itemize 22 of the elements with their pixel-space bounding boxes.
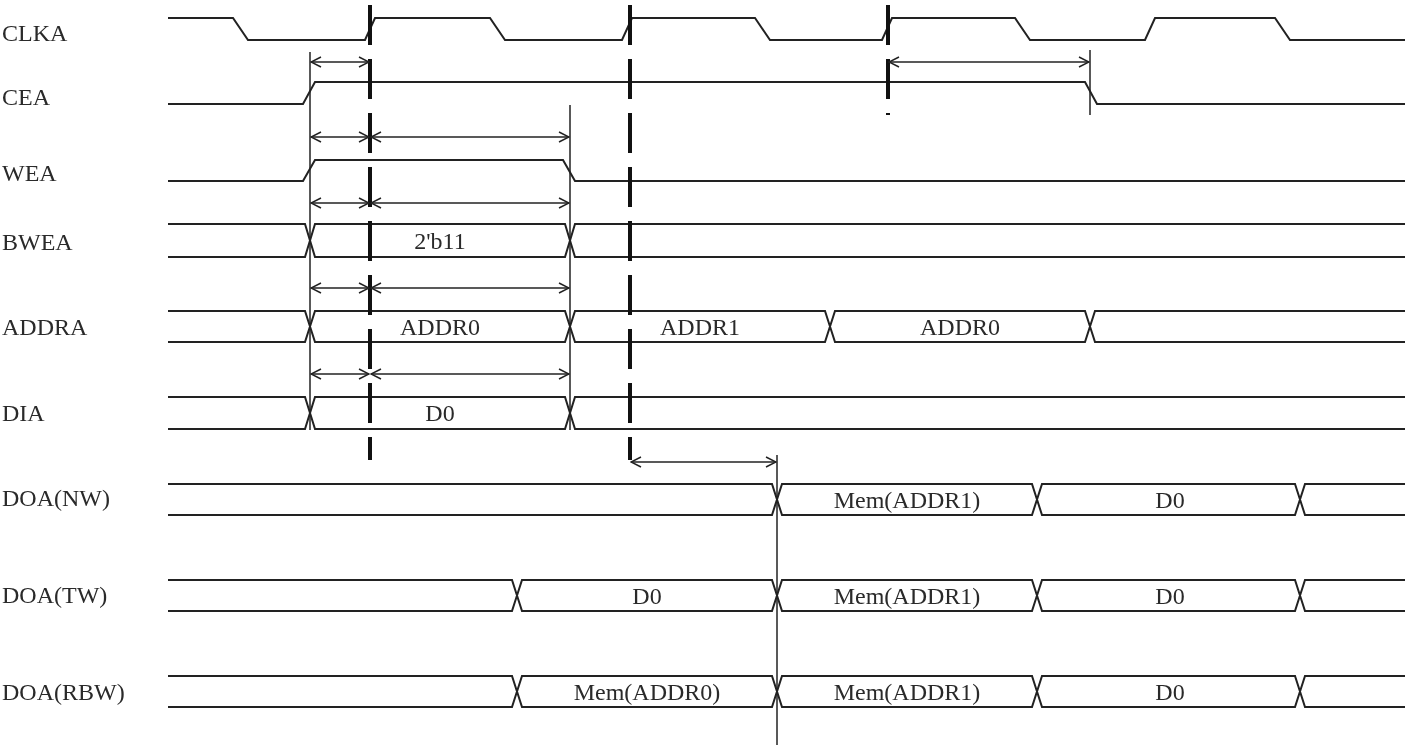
bus-value: ADDR0 xyxy=(400,315,480,339)
bus-value: D0 xyxy=(632,584,662,608)
signal-name: CEA xyxy=(2,85,50,109)
signal-name: ADDRA xyxy=(2,315,88,339)
bus-value: ADDR0 xyxy=(920,315,1000,339)
bus-value: D0 xyxy=(425,401,455,425)
bus-value: 2'b11 xyxy=(414,229,466,253)
bus-value: Mem(ADDR1) xyxy=(833,584,981,608)
signal-name: DOA(NW) xyxy=(2,486,110,510)
bus-value: ADDR1 xyxy=(660,315,740,339)
bus-value: D0 xyxy=(1155,680,1185,704)
signal-name: BWEA xyxy=(2,230,73,254)
signal-name: WEA xyxy=(2,161,57,185)
bus-value: Mem(ADDR0) xyxy=(573,680,721,704)
bus-value: Mem(ADDR1) xyxy=(833,488,981,512)
signal-name: DOA(RBW) xyxy=(2,680,125,704)
signal-name: CLKA xyxy=(2,21,68,45)
bus-value: D0 xyxy=(1155,488,1185,512)
bus-value: D0 xyxy=(1155,584,1185,608)
bus-value: Mem(ADDR1) xyxy=(833,680,981,704)
signal-name: DOA(TW) xyxy=(2,583,108,607)
signal-name: DIA xyxy=(2,401,45,425)
